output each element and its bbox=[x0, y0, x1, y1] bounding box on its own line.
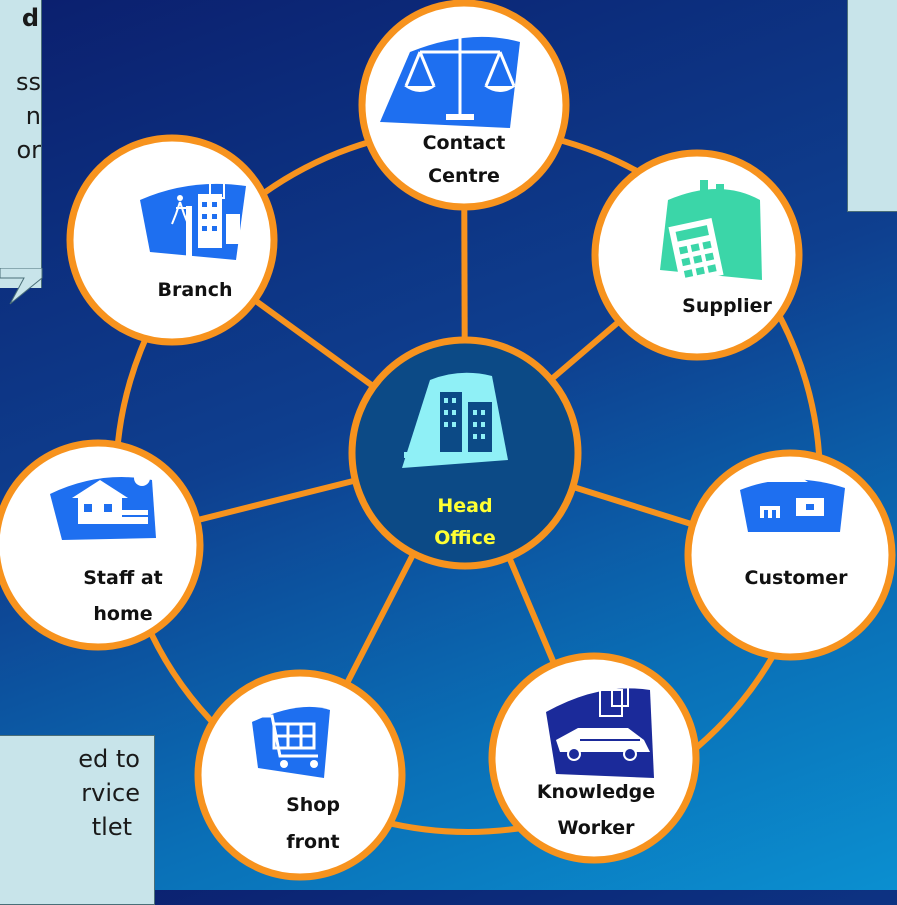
center-label-line1: Head bbox=[437, 495, 492, 517]
node-staff-at-home: Staff at home bbox=[0, 439, 204, 651]
car-building-icon bbox=[546, 675, 654, 778]
label-knowledge-worker-line2: Worker bbox=[557, 817, 635, 839]
node-circle bbox=[194, 669, 406, 881]
node-knowledge-worker: Knowledge Worker bbox=[488, 652, 700, 864]
center-node: Head Office bbox=[348, 336, 582, 570]
label-staff-at-home-line1: Staff at bbox=[83, 567, 163, 589]
callout-bottom-left-line-3: tlet bbox=[91, 813, 132, 841]
office-building-icon bbox=[402, 372, 508, 468]
callout-top-right bbox=[847, 0, 897, 212]
label-shop-front-line1: Shop bbox=[286, 794, 340, 816]
label-contact-centre-line2: Centre bbox=[428, 165, 500, 187]
callout-top-left-line-5: or bbox=[16, 136, 41, 164]
label-shop-front-line2: front bbox=[286, 831, 339, 853]
label-staff-at-home-line2: home bbox=[93, 603, 152, 625]
callout-top-left-line-1: d bbox=[21, 4, 39, 32]
shopping-cart-icon bbox=[252, 706, 330, 778]
city-walker-icon bbox=[140, 177, 246, 260]
node-supplier: Supplier bbox=[591, 149, 803, 361]
center-label-line2: Office bbox=[434, 527, 496, 549]
callout-top-left: d ss n or bbox=[0, 0, 42, 288]
scales-icon bbox=[380, 34, 520, 129]
node-customer: Customer bbox=[684, 449, 896, 661]
label-supplier: Supplier bbox=[682, 295, 772, 317]
callout-bottom-left: ed to rvice tlet bbox=[0, 735, 155, 905]
callout-top-left-line-3: ss bbox=[15, 68, 41, 96]
callout-top-left-tail bbox=[0, 268, 43, 305]
label-customer: Customer bbox=[745, 567, 849, 589]
node-branch: Branch bbox=[66, 134, 278, 346]
home-sun-icon bbox=[50, 470, 156, 540]
factory-calculator-icon bbox=[660, 180, 762, 284]
label-contact-centre-line1: Contact bbox=[423, 132, 506, 154]
callout-top-left-line-4: n bbox=[25, 102, 41, 130]
node-shop-front: Shop front bbox=[194, 669, 406, 881]
label-branch: Branch bbox=[158, 279, 233, 301]
callout-bottom-left-line-1: ed to bbox=[78, 745, 140, 773]
house-icon bbox=[740, 466, 845, 532]
label-knowledge-worker-line1: Knowledge bbox=[537, 781, 655, 803]
callout-bottom-left-line-2: rvice bbox=[81, 779, 140, 807]
node-contact-centre: Contact Centre bbox=[358, 0, 570, 211]
